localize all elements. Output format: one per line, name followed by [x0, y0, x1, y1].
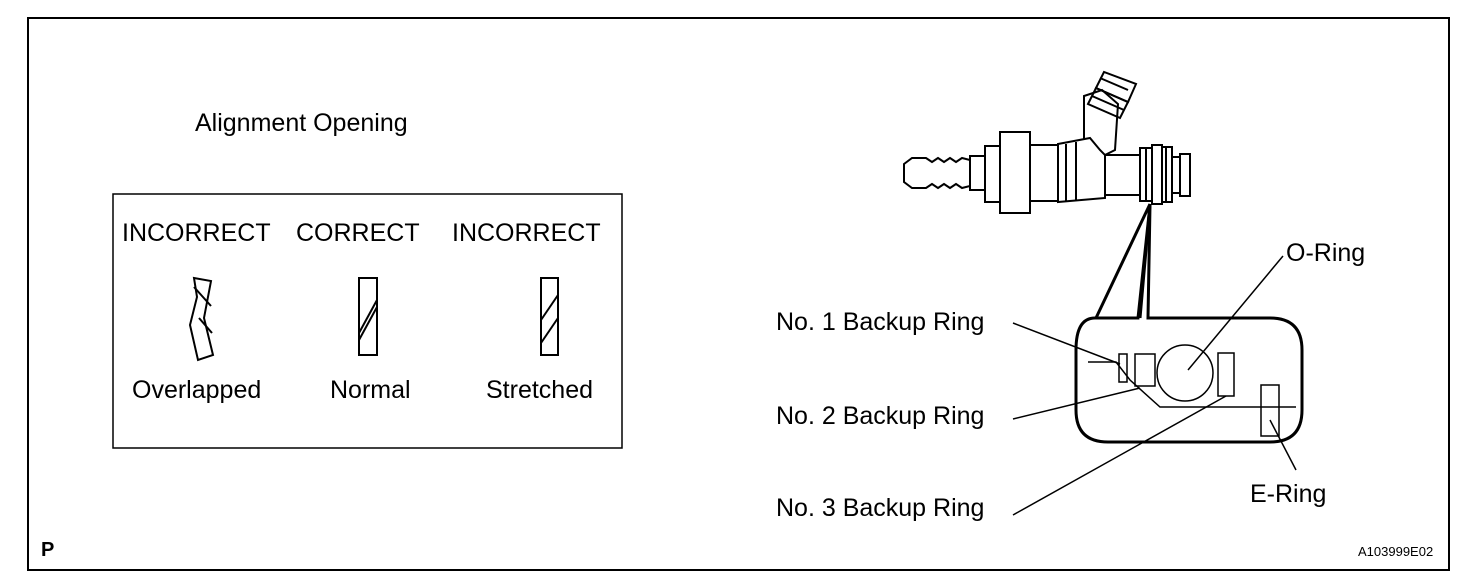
figure-id: A103999E02 — [1358, 544, 1434, 559]
leader-backup-1 — [1012, 322, 1121, 365]
leader-e-ring — [1269, 419, 1297, 471]
backup-ring-3-label: No. 3 Backup Ring — [776, 494, 985, 522]
alignment-box — [112, 193, 623, 449]
normal-ring-icon — [358, 277, 378, 356]
corner-mark: P — [41, 539, 55, 561]
ring-detail-callout — [1074, 204, 1304, 444]
status-normal: CORRECT — [296, 219, 420, 247]
leader-backup-3 — [1012, 395, 1227, 516]
e-ring-label: E-Ring — [1250, 480, 1327, 508]
overlapped-ring-icon — [188, 276, 215, 362]
caption-normal: Normal — [330, 376, 411, 404]
stretched-ring-icon — [540, 277, 559, 356]
status-overlapped: INCORRECT — [122, 219, 271, 247]
caption-overlapped: Overlapped — [132, 376, 262, 404]
status-stretched: INCORRECT — [452, 219, 601, 247]
backup-ring-2-label: No. 2 Backup Ring — [776, 402, 985, 430]
leader-backup-2 — [1012, 387, 1141, 420]
alignment-opening-heading: Alignment Opening — [195, 109, 408, 137]
backup-ring-1-label: No. 1 Backup Ring — [776, 308, 985, 336]
figure-frame — [27, 17, 1450, 571]
o-ring-label: O-Ring — [1286, 239, 1366, 267]
leader-o-ring — [1187, 255, 1284, 371]
groove-section — [1088, 344, 1296, 437]
injector-body — [903, 70, 1191, 214]
caption-stretched: Stretched — [486, 376, 594, 404]
